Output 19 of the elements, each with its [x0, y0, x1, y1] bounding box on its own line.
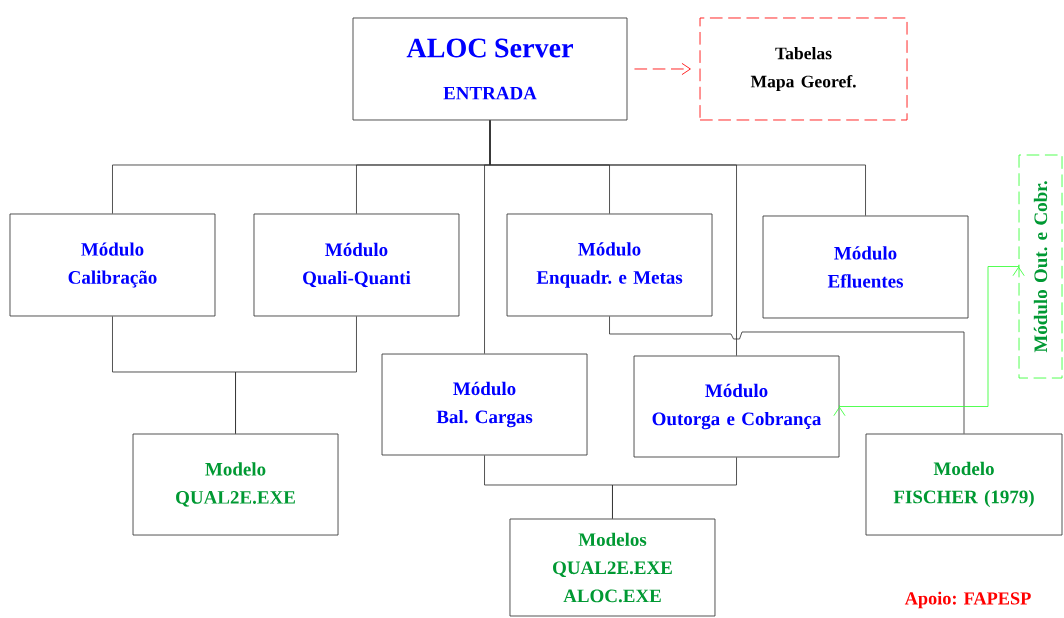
server-box: ALOC Server ENTRADA: [352, 17, 628, 121]
module-box: Módulo Bal. Cargas: [381, 353, 588, 456]
module-box: Módulo Quali-Quanti: [253, 213, 460, 317]
module-box: Módulo Out. e Cobr.: [1018, 154, 1063, 379]
model-box: Modelo QUAL2E.EXE: [132, 433, 339, 536]
connector-line: [609, 316, 965, 434]
connector-line: [235, 316, 357, 434]
module-box: Módulo Efluentes: [762, 215, 969, 319]
data-box: Tabelas Mapa Georef.: [699, 17, 908, 121]
arrow: [634, 62, 691, 76]
support-note: Apoio: FAPESP: [904, 591, 1031, 609]
module-box: Módulo Calibração: [9, 213, 216, 317]
arrow: [833, 264, 1025, 417]
connector-line: [612, 457, 737, 519]
connector-line: [489, 120, 737, 356]
model-box: Modelos QUAL2E.EXE ALOC.EXE: [509, 518, 716, 617]
module-box: Módulo Enquadr. e Metas: [506, 213, 713, 317]
module-box: Módulo Outorga e Cobrança: [633, 355, 840, 458]
model-box: Modelo FISCHER (1979): [865, 433, 1063, 536]
